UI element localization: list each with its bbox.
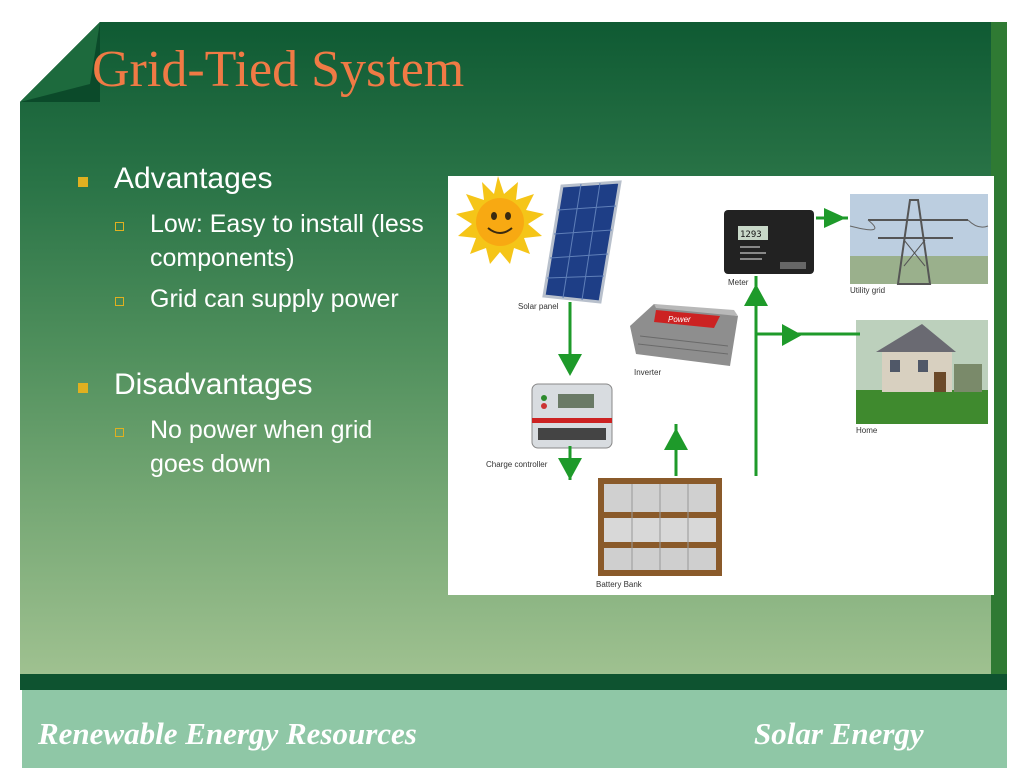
section-heading-disadvantages: Disadvantages (114, 368, 313, 401)
footer-right-text: Solar Energy (754, 716, 924, 751)
bottom-border-bar (20, 674, 1007, 690)
home-photo (856, 320, 988, 424)
arrow-down-icon (558, 458, 582, 480)
bullet-square (78, 383, 88, 393)
arrow-right-icon (824, 208, 846, 228)
inverter-brand-label: Power (668, 315, 691, 324)
disadvantage-item-1: No power when grid goes down (150, 416, 373, 478)
footer-bar (22, 690, 1007, 768)
caption-meter: Meter (728, 278, 749, 287)
page-fold-corner (20, 22, 100, 102)
caption-inverter: Inverter (634, 368, 662, 377)
footer-left-text: Renewable Energy Resources (38, 716, 417, 751)
arrow-up-icon (664, 428, 688, 450)
utility-grid-photo (849, 194, 989, 285)
bullet-square (78, 177, 88, 187)
grid-tied-diagram: 1293 Power (448, 176, 994, 595)
sub-bullet-square (115, 222, 124, 231)
arrow-right-icon (782, 324, 802, 346)
arrow-down-icon (558, 354, 582, 376)
arrow-up-icon (744, 284, 768, 306)
slide-title: Grid-Tied System (92, 41, 465, 98)
right-border-bar (991, 22, 1007, 690)
section-heading-advantages: Advantages (114, 162, 273, 195)
solar-panel-icon (542, 180, 622, 304)
meter-icon (724, 210, 814, 274)
advantage-item-2: Grid can supply power (150, 285, 399, 313)
inverter-icon (630, 304, 738, 366)
battery-bank-icon (598, 478, 722, 576)
caption-utility-grid: Utility grid (850, 286, 886, 295)
caption-solar-panel: Solar panel (518, 302, 559, 311)
advantage-item-1: Low: Easy to install (less components) (150, 210, 424, 272)
caption-charge-controller: Charge controller (486, 460, 548, 469)
caption-battery-bank: Battery Bank (596, 580, 642, 589)
meter-display: 1293 (740, 230, 762, 240)
sub-bullet-square (115, 428, 124, 437)
sun-icon (456, 176, 544, 264)
sub-bullet-square (115, 297, 124, 306)
charge-controller-icon (531, 383, 613, 449)
caption-home: Home (856, 426, 878, 435)
